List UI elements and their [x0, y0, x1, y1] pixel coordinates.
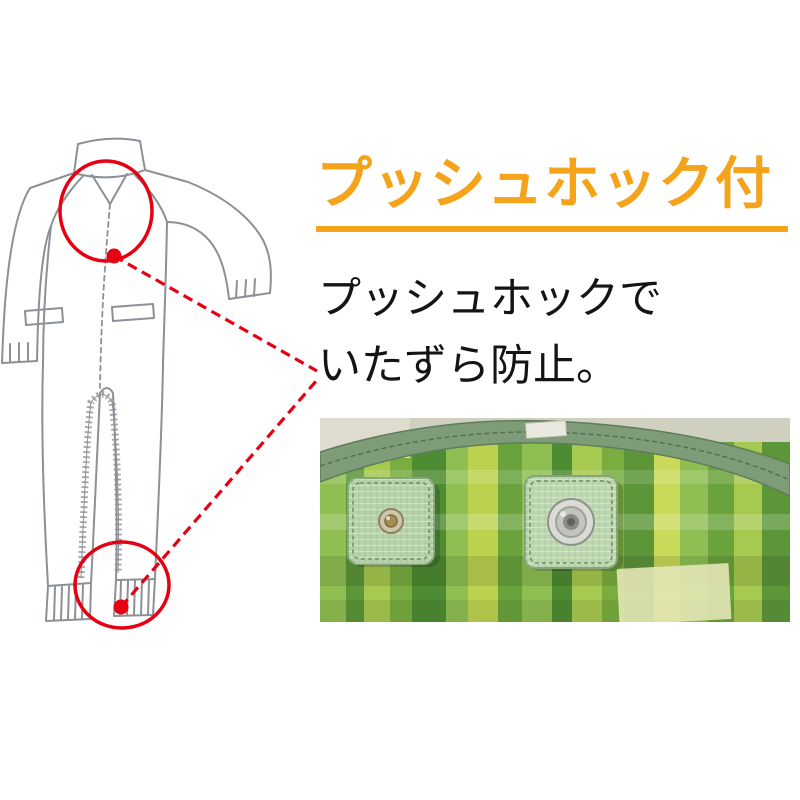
feature-description: プッシュホックで いたずら防止。	[318, 266, 662, 399]
pocket-left	[24, 307, 64, 326]
right-leg	[154, 364, 164, 580]
inseam-zipper-teeth	[77, 391, 123, 579]
left-sleeve	[1, 187, 31, 364]
photo-snap-tab-left	[347, 477, 440, 567]
left-leg	[41, 364, 49, 587]
feature-description-line2: いたずら防止。	[318, 340, 619, 391]
title-underline	[316, 226, 788, 232]
pocket-right	[111, 303, 155, 322]
right-sleeve	[187, 181, 272, 294]
feature-title: プッシュホック付	[316, 152, 772, 217]
feature-description-line1: プッシュホックで	[318, 274, 662, 324]
coverall-line-drawing	[1, 137, 272, 622]
snap-closeup-photo	[320, 418, 790, 622]
photo-snap-tab-right	[524, 475, 623, 571]
photo-snap-stud	[378, 508, 404, 534]
photo-collar	[320, 419, 790, 497]
photo-snap-socket	[547, 498, 595, 546]
neck-opening	[91, 173, 128, 205]
photo-care-label	[525, 420, 568, 439]
front-zipper	[99, 203, 111, 389]
collar-outline	[77, 137, 141, 145]
